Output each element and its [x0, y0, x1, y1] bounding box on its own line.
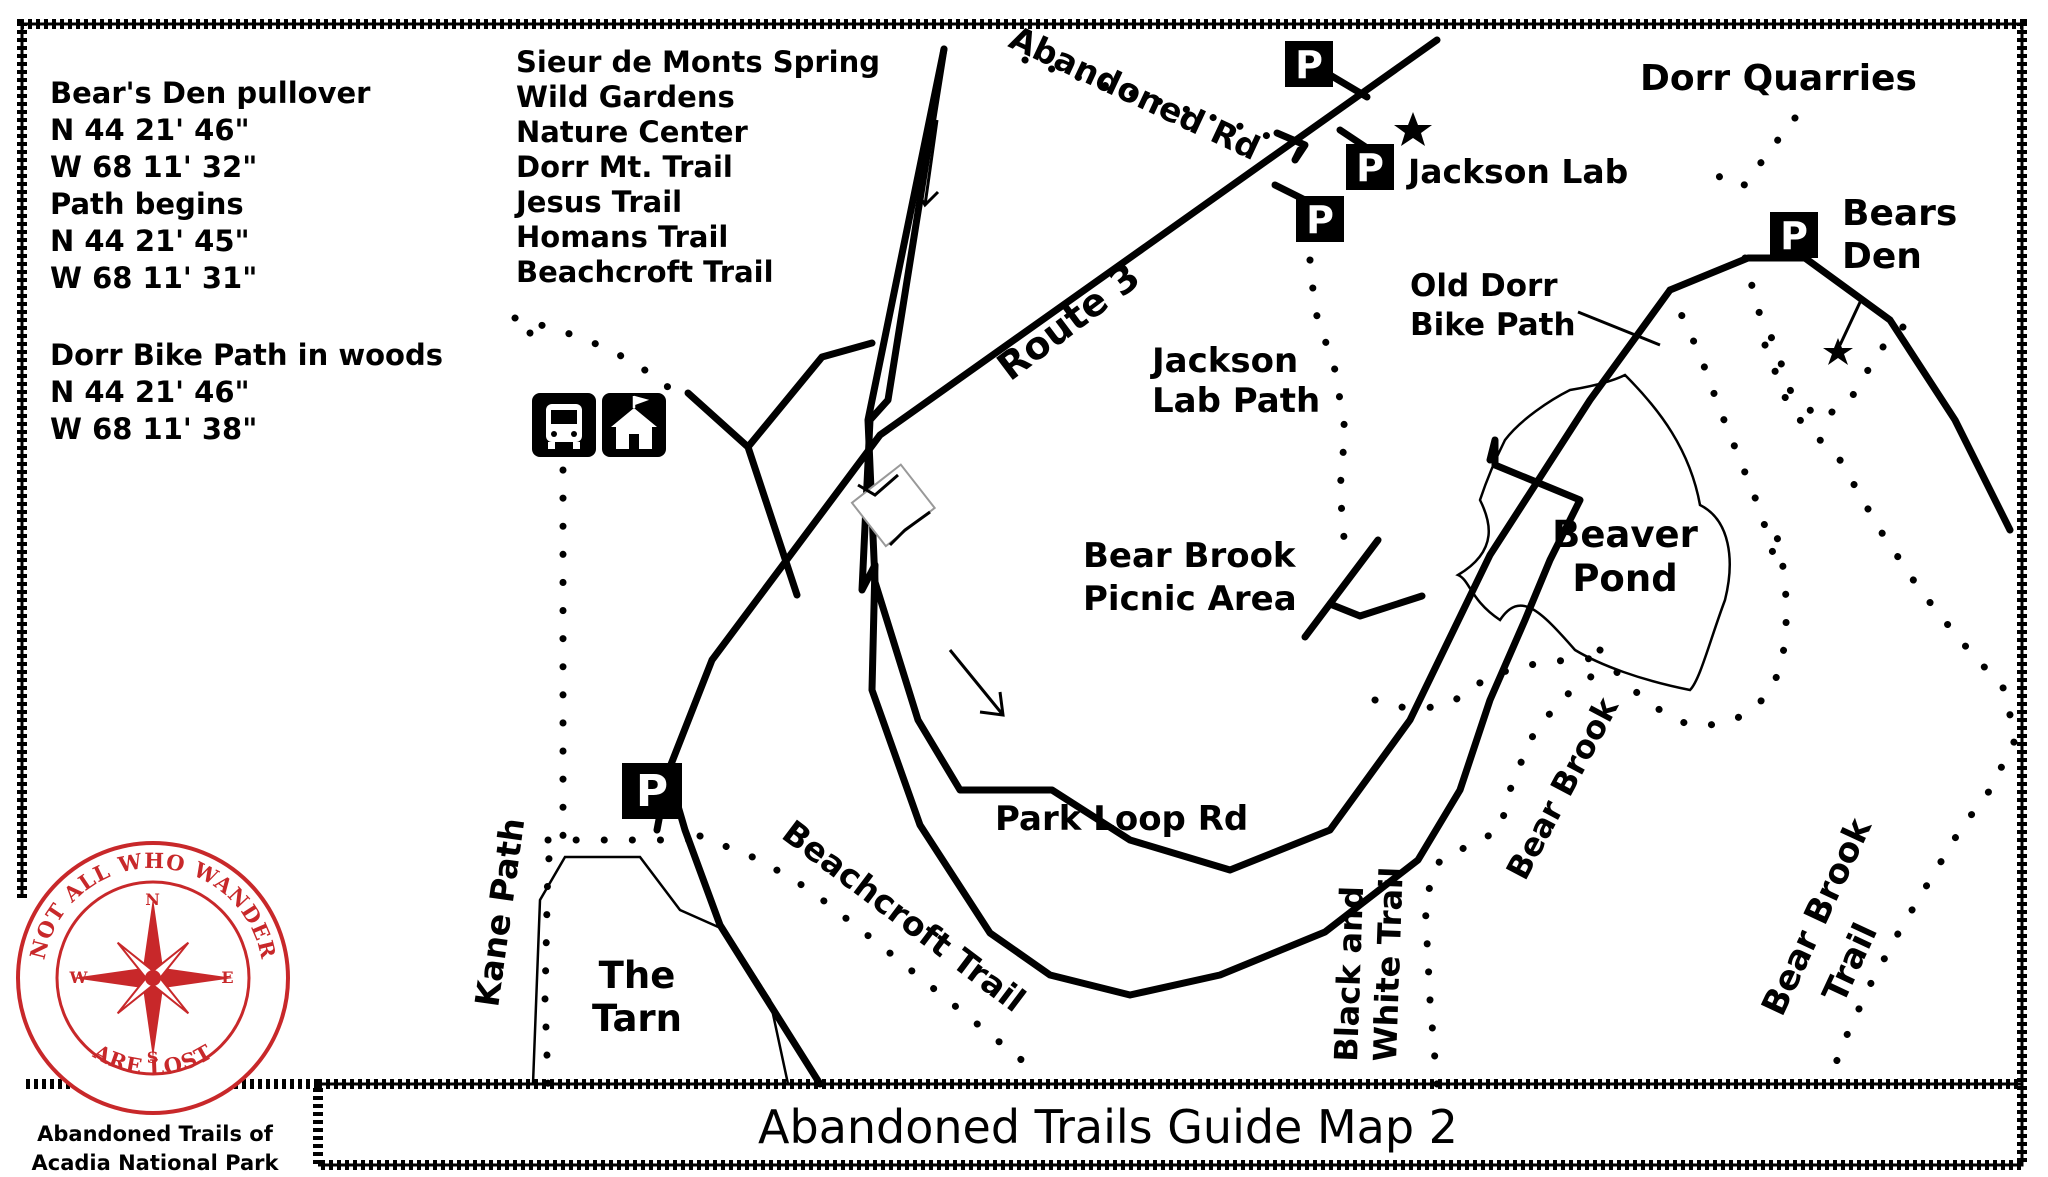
svg-text:S: S [147, 1048, 160, 1067]
parking-icon: P [622, 763, 682, 819]
star-icon [1823, 338, 1853, 365]
map-title: Abandoned Trails Guide Map 2 [758, 1100, 1458, 1154]
trails [511, 56, 2019, 1088]
kane-path-west [541, 466, 567, 1088]
bears-den-label: Den [1842, 236, 1922, 277]
credit-line: Abandoned Trails of [37, 1122, 274, 1146]
destination-item: Dorr Mt. Trail [516, 150, 733, 184]
svg-text:P: P [1306, 198, 1334, 242]
black-white-trail [1421, 666, 1604, 1088]
bear-brook-trail-loop [1596, 526, 1790, 729]
beaver-pond-label: Pond [1572, 557, 1677, 600]
destination-item: Beachcroft Trail [516, 255, 774, 289]
picnic-area-road [1301, 536, 1382, 641]
old-dorr-label: Old Dorr [1410, 268, 1558, 304]
nature-center-branch [744, 339, 876, 451]
svg-text:W: W [69, 968, 89, 987]
beachcroft-trail-label: Beachcroft Trail [775, 812, 1033, 1020]
credit-line: Acadia National Park [32, 1151, 280, 1175]
destination-item: Sieur de Monts Spring [516, 45, 880, 79]
destination-item: Wild Gardens [516, 80, 735, 114]
jackson-lab-spur-1 [1326, 71, 1371, 101]
coord-line: N 44 21' 46" [50, 375, 250, 409]
the-tarn-label: Tarn [592, 997, 682, 1040]
coordinates-block: Bear's Den pullover N 44 21' 46" W 68 11… [50, 76, 443, 446]
destination-item: Jesus Trail [514, 185, 682, 219]
svg-text:E: E [221, 968, 234, 987]
kane-path-link [544, 831, 704, 844]
destination-item: Homans Trail [516, 220, 728, 254]
nature-center-trail-2 [526, 329, 539, 359]
svg-text:P: P [1295, 43, 1323, 87]
dorr-quarries-label: Dorr Quarries [1640, 58, 1917, 99]
bus-icon [532, 393, 596, 457]
route-3-label: Route 3 [989, 254, 1148, 389]
old-dorr-label: Bike Path [1410, 307, 1576, 343]
svg-text:P: P [1780, 214, 1808, 258]
coord-line: N 44 21' 46" [50, 113, 250, 147]
svg-text:N: N [145, 890, 161, 909]
destination-item: Nature Center [516, 115, 749, 149]
coord-line: Path begins [50, 187, 244, 221]
park-loop-rd-label: Park Loop Rd [995, 799, 1248, 839]
picnic-area-loop [1326, 592, 1426, 620]
jackson-lab-label: Jackson Lab [1406, 152, 1628, 191]
the-tarn-label: The [599, 954, 676, 997]
black-white-label: White Trail [1366, 866, 1411, 1062]
one-way-arrows [913, 119, 1005, 717]
parking-icon: P [1285, 41, 1333, 87]
black-white-label: Black and [1327, 885, 1371, 1062]
parking-icon: P [1346, 144, 1394, 190]
nature-center-icon [602, 393, 666, 457]
beachcroft-trail [696, 832, 1044, 1079]
jackson-lab-path-label: Lab Path [1152, 381, 1320, 421]
bears-den-to-bear-brook [1761, 341, 2019, 1088]
kane-path-label: Kane Path [467, 815, 532, 1009]
dorr-quarries-trail [1711, 114, 1799, 189]
map-border [17, 19, 2027, 1170]
old-dorr-bike-path [1666, 286, 1779, 564]
compass-rose-icon [73, 898, 233, 1058]
coord-line: W 68 11' 32" [50, 150, 257, 184]
parking-icon: P [1296, 196, 1344, 242]
park-loop-road [858, 45, 1584, 999]
svg-text:P: P [1356, 146, 1384, 190]
parking-icon: P [1770, 212, 1818, 258]
seal-logo: NOT ALL WHO WANDER ARE LOST N S E W [16, 841, 290, 1115]
nature-center-trail [511, 314, 679, 397]
coord-line: N 44 21' 45" [50, 224, 250, 258]
bridge-icon [850, 463, 937, 548]
bear-brook-label: Bear Brook [1499, 691, 1627, 886]
sieur-de-monts-list: Sieur de Monts Spring Wild Gardens Natur… [514, 45, 880, 289]
picnic-area-label: Bear Brook [1083, 536, 1297, 576]
coord-line: W 68 11' 31" [50, 261, 257, 295]
beaver-pond-label: Beaver [1552, 513, 1698, 556]
coord-line: Bear's Den pullover [50, 76, 371, 110]
picnic-area-label: Picnic Area [1083, 579, 1297, 619]
beaver-pond-shape [1455, 373, 1731, 692]
beaver-pond-trail [1371, 654, 1609, 712]
bears-den-trail [1741, 254, 1909, 425]
route-3-road [653, 36, 1441, 834]
jackson-lab-road [1273, 129, 1309, 164]
svg-text:P: P [636, 766, 668, 817]
bears-den-label: Bears [1842, 193, 1957, 234]
star-icon [1394, 112, 1432, 146]
abandoned-rd-label: Abandoned Rd [1004, 18, 1266, 168]
jackson-lab-path [1306, 256, 1349, 554]
coord-line: W 68 11' 38" [50, 412, 257, 446]
park-loop-main [864, 45, 2014, 874]
coord-line: Dorr Bike Path in woods [50, 338, 443, 372]
jackson-lab-path-label: Jackson [1150, 341, 1298, 381]
